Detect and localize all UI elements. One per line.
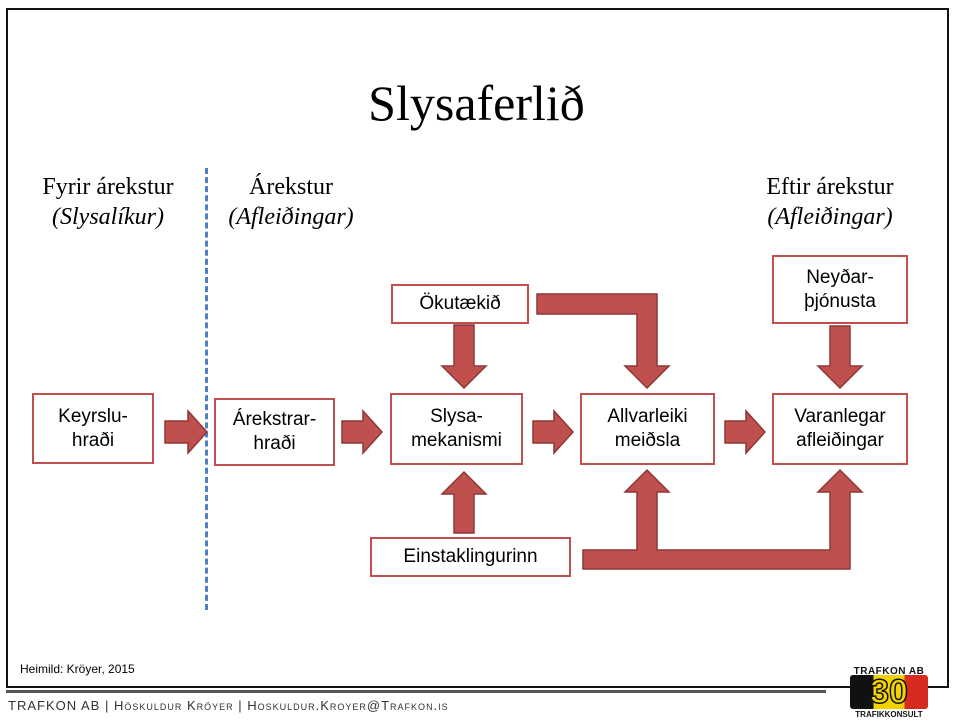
slide-title: Slysaferlið	[368, 75, 585, 131]
node-keyrsluhradi: Keyrslu- hraði	[32, 393, 154, 464]
phase-during-sub: (Afleiðingar)	[228, 204, 354, 230]
arrow-arekstrar-to-slysa	[341, 409, 384, 455]
node-einstaklingurinn: Einstaklingurinn	[370, 537, 571, 577]
phase-divider	[205, 168, 208, 610]
phase-before: Fyrir árekstur (Slysalíkur)	[18, 172, 198, 232]
logo-number: 30	[850, 674, 928, 710]
arrow-allvarleiki-to-varanlegar	[724, 409, 767, 455]
phase-during-label: Árekstur	[249, 174, 333, 200]
trafkon-logo: TRAFKON AB 30 TRAFIKKONSULT	[836, 666, 942, 720]
node-arekstrarhradi: Árekstrar- hraði	[214, 398, 335, 466]
phase-after-sub: (Afleiðingar)	[767, 204, 893, 230]
phase-before-sub: (Slysalíkur)	[52, 204, 164, 230]
arrow-okutaekid-to-allvarleiki	[536, 293, 671, 390]
node-slysamekanismi: Slysa- mekanismi	[390, 393, 523, 465]
arrow-neydar-down	[816, 325, 864, 390]
source-note: Heimild: Kröyer, 2015	[20, 662, 135, 676]
footer-text: TRAFKON AB | Höskuldur Kröyer | Hoskuldu…	[8, 698, 449, 713]
phase-during: Árekstur (Afleiðingar)	[216, 172, 366, 232]
footer-divider	[6, 690, 826, 693]
arrow-einstaklingurinn-up	[440, 470, 488, 534]
arrow-einstaklingurinn-to-allvarleiki-varanlegar	[582, 468, 864, 570]
arrow-slysa-to-allvarleiki	[532, 409, 575, 455]
node-neydarthjonusta: Neyðar- þjónusta	[772, 255, 908, 324]
node-varanlegar: Varanlegar afleiðingar	[772, 393, 908, 465]
arrow-keyrslu-to-arekstrar	[164, 409, 209, 455]
node-allvarleiki: Allvarleiki meiðsla	[580, 393, 715, 465]
logo-top-text: TRAFKON AB	[853, 666, 925, 677]
phase-before-label: Fyrir árekstur	[42, 174, 174, 200]
logo-bottom-text: TRAFIKKONSULT	[855, 710, 923, 719]
arrow-okutaekid-down	[440, 324, 488, 390]
node-okutaekid: Ökutækið	[391, 284, 529, 324]
phase-after: Eftir árekstur (Afleiðingar)	[745, 172, 915, 232]
phase-after-label: Eftir árekstur	[766, 174, 894, 200]
